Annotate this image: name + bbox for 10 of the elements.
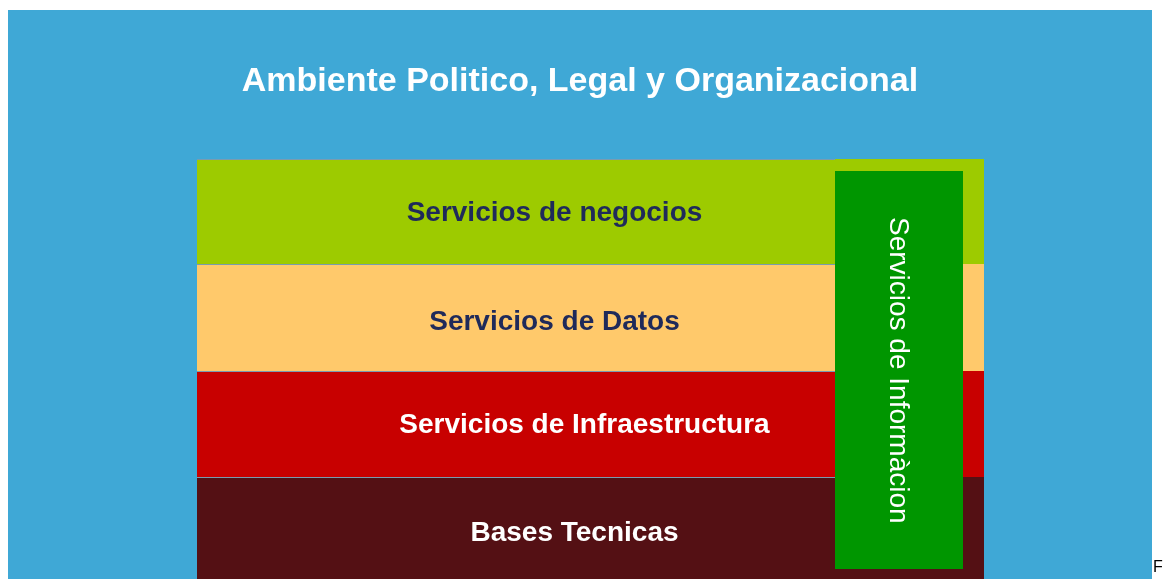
layer-band	[197, 264, 835, 371]
layer-band	[197, 159, 835, 264]
panel-heading: Ambiente Politico, Legal y Organizacional	[240, 60, 920, 99]
text-fragment: F	[1153, 558, 1163, 576]
outer-panel	[8, 10, 1152, 579]
vertical-bar	[835, 171, 963, 569]
vertical-label: Servicios de Informàcion	[885, 216, 913, 524]
layer-label: Bases Tecnicas	[469, 516, 680, 548]
layer-band	[197, 477, 835, 579]
layer-band	[197, 371, 835, 477]
